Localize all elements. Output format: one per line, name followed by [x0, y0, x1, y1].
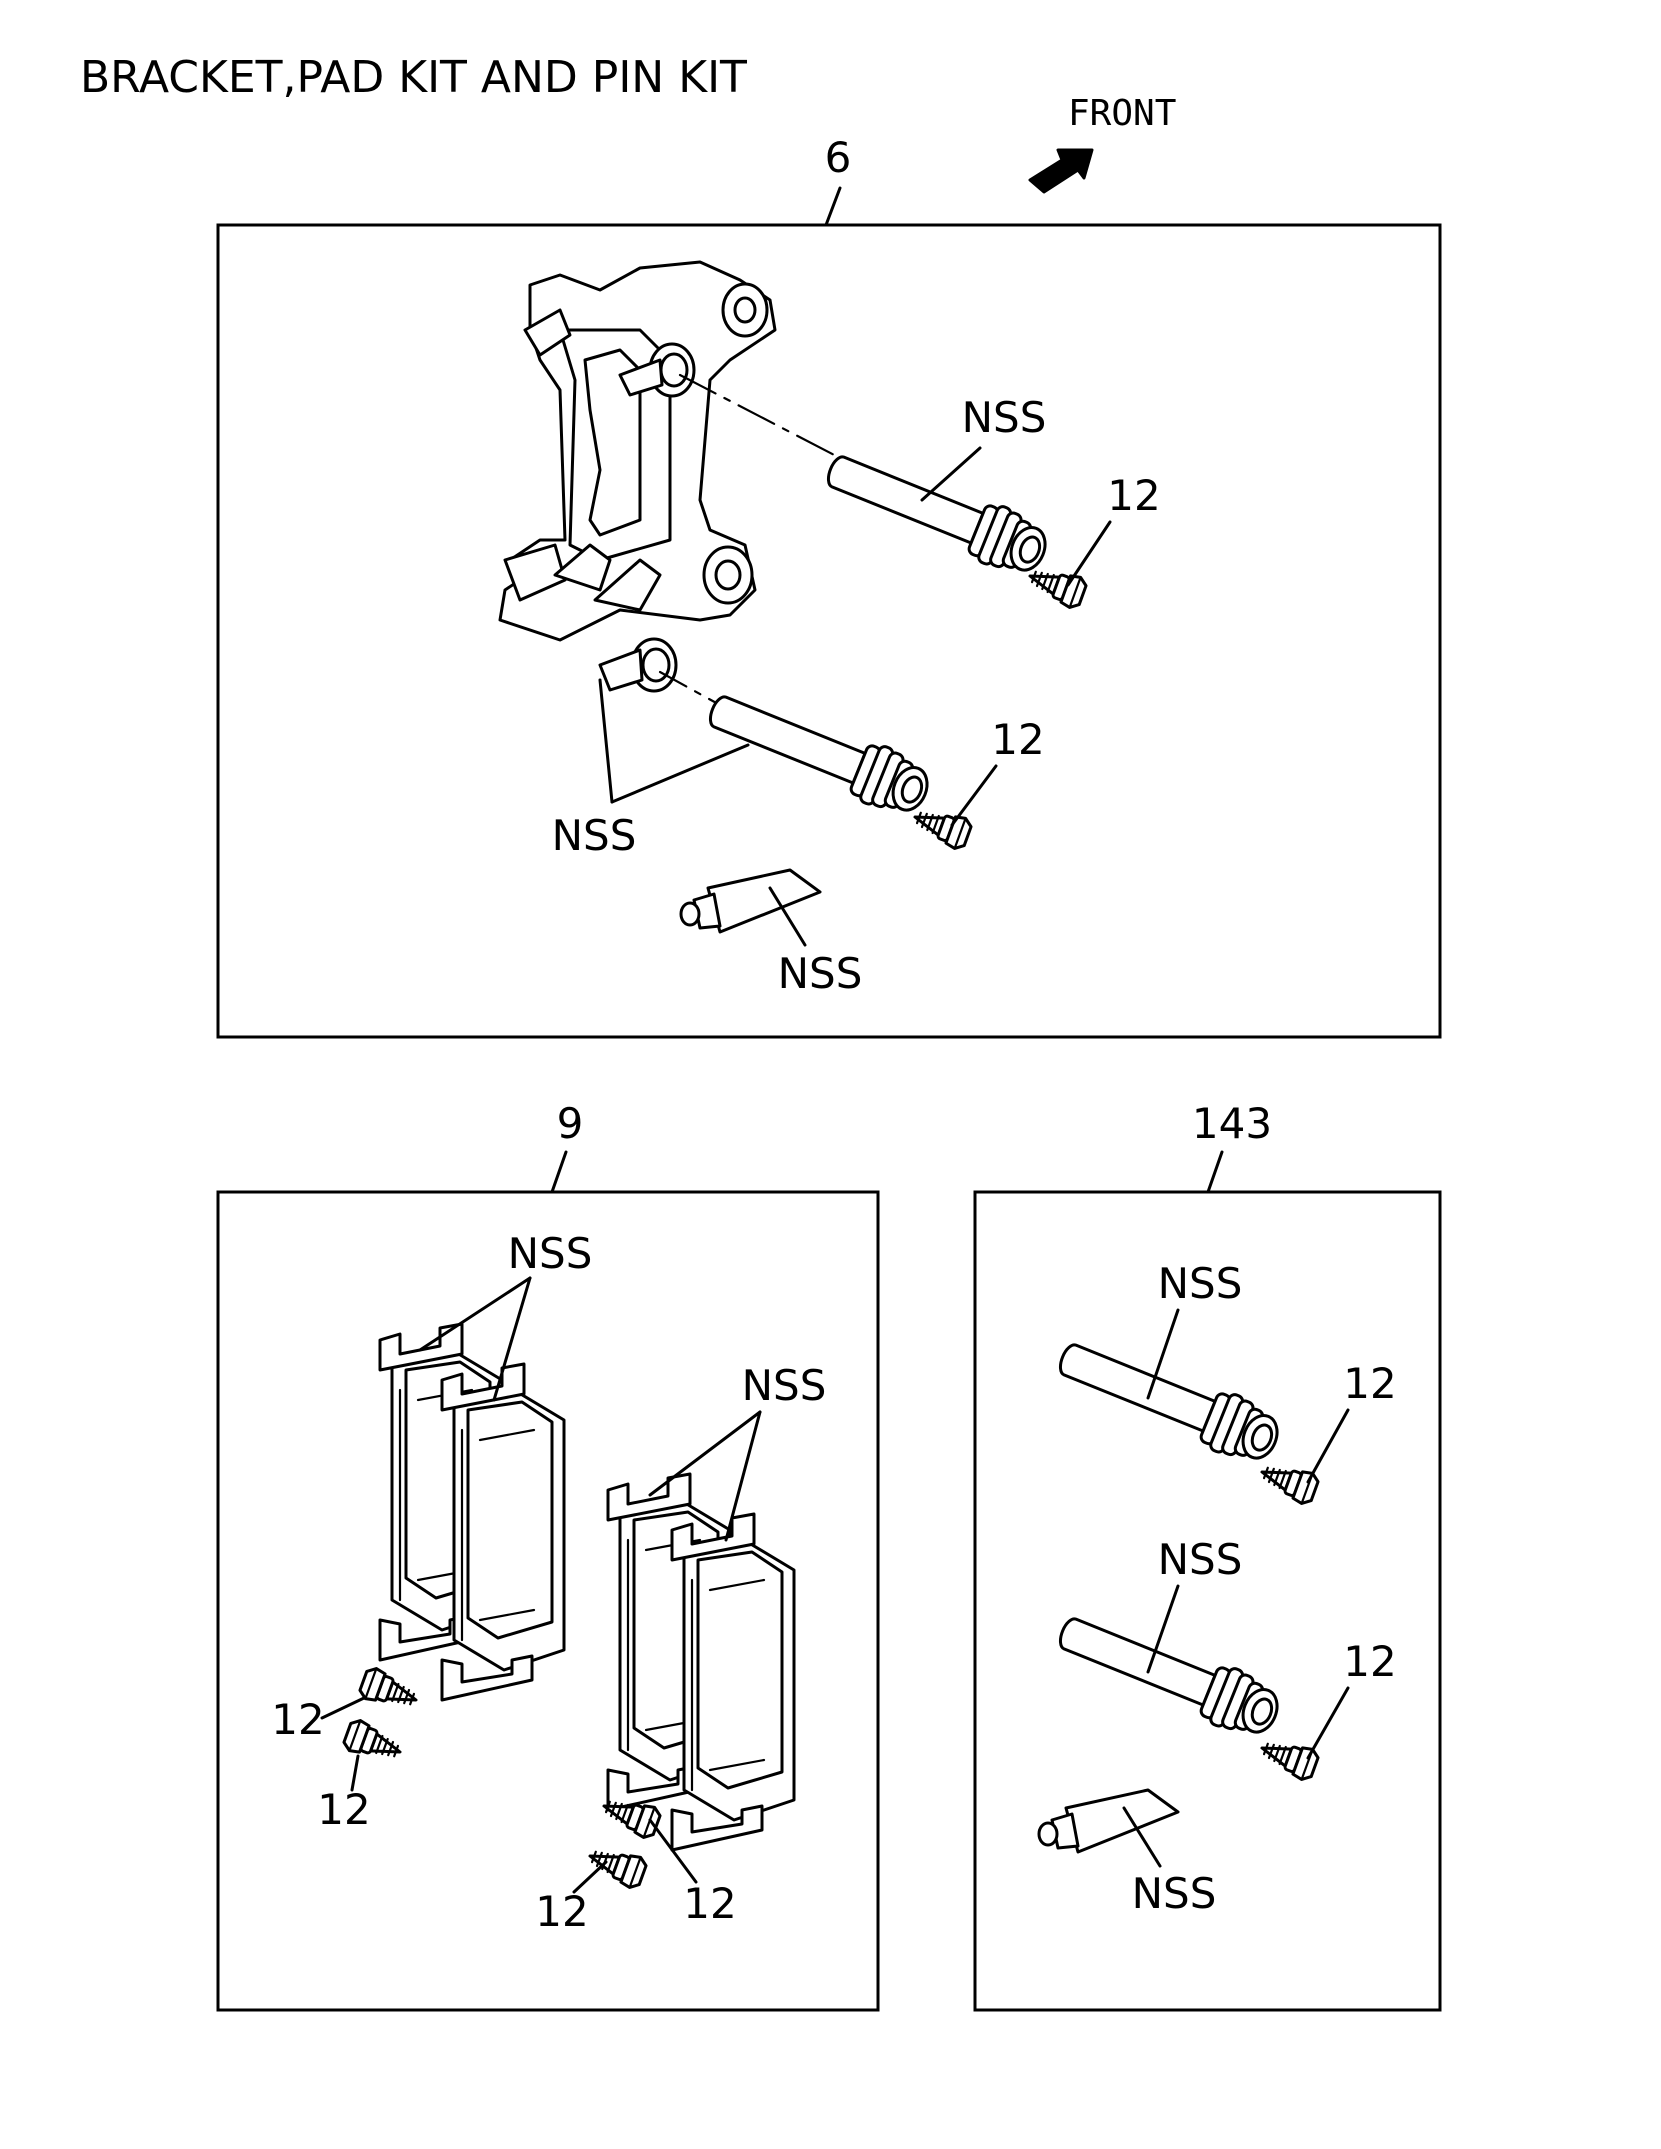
bolt-a	[356, 1664, 423, 1717]
group-number-143: 143	[1192, 1099, 1272, 1148]
grease-tube	[1037, 1788, 1180, 1854]
callout-12-bolt-lower: 12	[1343, 1637, 1396, 1686]
caliper-bracket	[498, 260, 777, 693]
leader-line	[648, 1818, 698, 1884]
callout-12-bolt-c: 12	[683, 1879, 736, 1928]
leader-line	[648, 1410, 762, 1497]
callout-nss-clips-right: NSS	[742, 1361, 827, 1410]
pad-kit-group: 9 NSS NSS 12 12 12 12	[216, 1099, 880, 2012]
leader-line	[492, 1276, 532, 1402]
grease-tube	[679, 868, 822, 934]
centerline-upper	[678, 373, 842, 460]
front-label: FRONT	[1068, 93, 1176, 134]
bolt-lower	[1255, 1731, 1322, 1784]
callout-nss-pin-upper: NSS	[1158, 1259, 1243, 1308]
guide-pin-upper	[1049, 1327, 1288, 1473]
brake-pad-left-inner	[440, 1362, 566, 1702]
callout-nss-pin-lower: NSS	[1158, 1535, 1243, 1584]
group-number-9: 9	[557, 1099, 584, 1148]
callout-12-bolt-b: 12	[317, 1785, 370, 1834]
leader-line	[824, 186, 842, 227]
bolt-d	[583, 1839, 650, 1892]
leader-line	[350, 1754, 360, 1792]
page-title: BRACKET,PAD KIT AND PIN KIT	[80, 52, 747, 103]
bolt-b	[340, 1716, 407, 1769]
pin-kit-panel	[973, 1190, 1442, 2012]
pad-kit-panel	[216, 1190, 880, 2012]
callout-nss-grease: NSS	[778, 949, 863, 998]
leader-line	[1146, 1308, 1180, 1400]
callout-12-bolt-upper: 12	[1107, 471, 1160, 520]
callout-nss-bushings: NSS	[552, 811, 637, 860]
callout-12-bolt-a: 12	[271, 1695, 324, 1744]
callout-12-bolt-d: 12	[535, 1887, 588, 1936]
leader-line	[768, 886, 807, 947]
leader-line	[598, 678, 614, 804]
brake-pad-right-inner	[670, 1512, 796, 1852]
pin-kit-group: 143 NSS 12 NSS 12 NSS	[973, 1099, 1442, 2012]
leader-line	[1146, 1584, 1180, 1674]
guide-pin-lower	[1049, 1601, 1288, 1747]
guide-pin-upper	[817, 439, 1056, 585]
leader-line	[1206, 1150, 1224, 1194]
front-arrow-icon	[1028, 148, 1094, 194]
callout-nss-pin-upper: NSS	[962, 393, 1047, 442]
leader-line	[418, 1276, 532, 1352]
leader-line	[724, 1410, 762, 1542]
leader-line	[950, 764, 998, 827]
guide-pin-lower	[699, 679, 938, 825]
leader-line	[1306, 1686, 1350, 1760]
callout-nss-clips-left: NSS	[508, 1229, 593, 1278]
leader-line	[1122, 1806, 1162, 1868]
callout-12-bolt-lower: 12	[991, 715, 1044, 764]
centerline-lower	[658, 670, 722, 707]
leader-line	[1306, 1408, 1350, 1484]
leader-line	[572, 1860, 608, 1894]
bracket-group: 6	[216, 133, 1442, 1039]
group-number-6: 6	[825, 133, 852, 182]
leader-line	[920, 446, 982, 502]
bracket-panel	[216, 223, 1442, 1039]
leader-line	[610, 743, 750, 804]
callout-nss-grease: NSS	[1132, 1869, 1217, 1918]
leader-line	[550, 1150, 568, 1194]
leader-line	[320, 1696, 366, 1720]
bolt-upper	[1255, 1455, 1322, 1508]
leader-line	[1066, 520, 1112, 587]
callout-12-bolt-upper: 12	[1343, 1359, 1396, 1408]
